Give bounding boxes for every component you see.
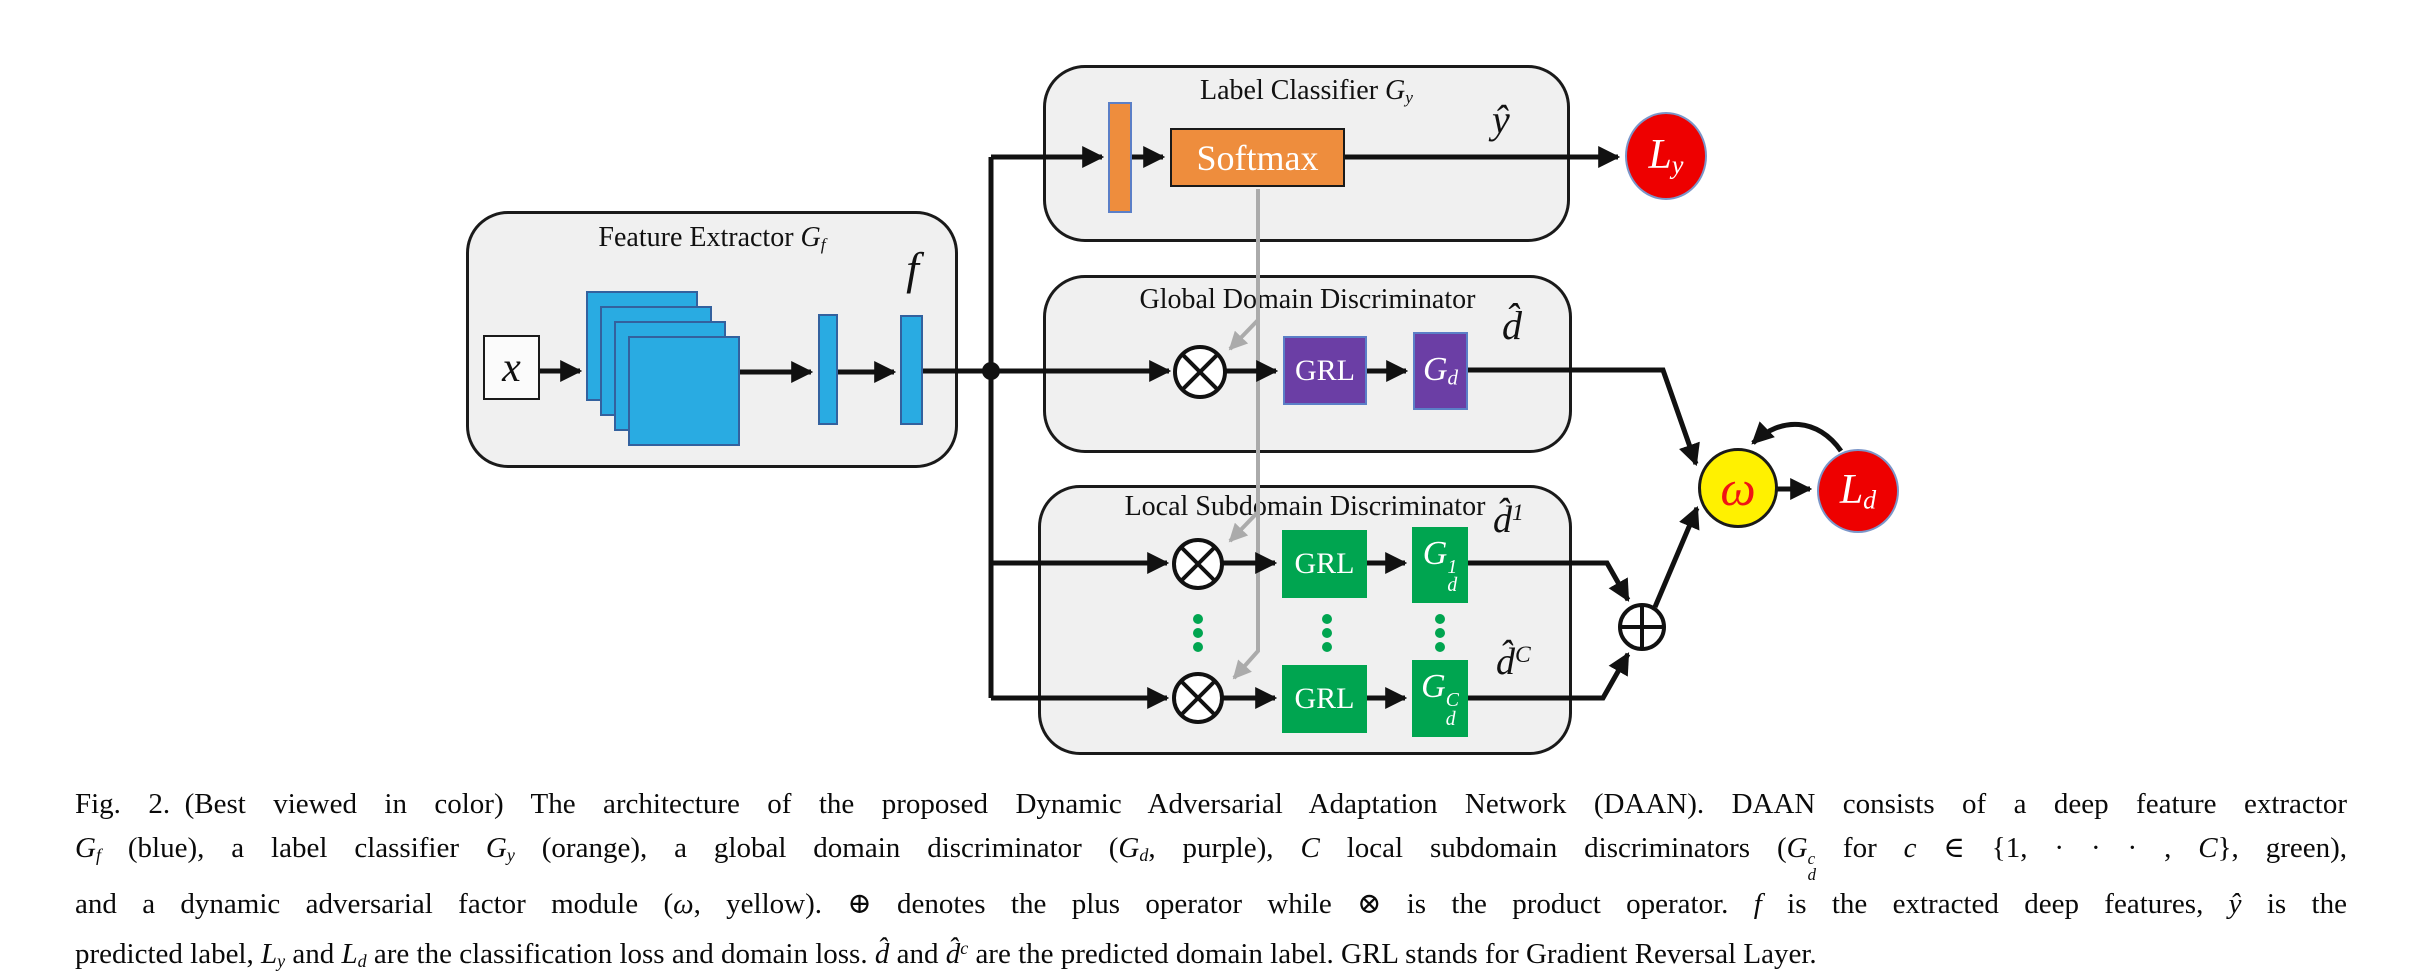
caption-line-4: predicted label, Ly and Ld are the class… xyxy=(75,937,1817,971)
grl-box-global: GRL xyxy=(1283,336,1367,405)
softmax-box: Softmax xyxy=(1170,128,1345,187)
omega-label: ω xyxy=(1720,460,1756,516)
classification-loss-node: Ly xyxy=(1625,112,1707,200)
grl-box-local-1: GRL xyxy=(1282,530,1367,598)
caption-line-1: Fig. 2. (Best viewed in color) The archi… xyxy=(75,788,2347,820)
global-discriminator-title: Global Domain Discriminator xyxy=(1139,284,1476,315)
grl-label-local-C: GRL xyxy=(1294,682,1355,715)
vertical-ellipsis-icon xyxy=(1193,614,1203,652)
caption-line-2: Gf (blue), a label classifier Gy (orange… xyxy=(75,831,2347,885)
plus-node xyxy=(1618,603,1666,651)
feature-branch-junction-dot xyxy=(982,362,1000,380)
caption-line-3: and a dynamic adversarial factor module … xyxy=(75,888,2347,921)
d-hat-label: d̂ xyxy=(1502,303,1522,348)
domain-loss-node: Ld xyxy=(1817,449,1899,533)
figure-caption: Fig. 2. (Best viewed in color) The archi… xyxy=(75,783,2347,972)
grl-label-global: GRL xyxy=(1295,353,1355,387)
feature-extractor-title: Feature Extractor Gf xyxy=(598,222,826,254)
input-x-box: x xyxy=(483,335,540,400)
input-x-label: x xyxy=(502,344,521,391)
dynamic-adversarial-factor-node: ω xyxy=(1698,448,1778,528)
local-discriminator-title: Local Subdomain Discriminator xyxy=(1124,491,1486,522)
d-hat-1-label: d̂1 xyxy=(1493,499,1524,541)
vertical-ellipsis-icon xyxy=(1435,614,1445,652)
grl-label-local-1: GRL xyxy=(1294,547,1355,580)
feature-vector-bar xyxy=(900,315,923,425)
grl-box-local-C: GRL xyxy=(1282,665,1367,733)
d-hat-C-label: d̂C xyxy=(1496,641,1531,683)
feature-f-label: f xyxy=(906,243,919,294)
vertical-ellipsis-icon xyxy=(1322,614,1332,652)
fc-layer-bar xyxy=(818,314,838,425)
softmax-label: Softmax xyxy=(1196,137,1319,178)
gd-label-global: Gd xyxy=(1422,351,1459,390)
y-hat-label: ŷ xyxy=(1492,97,1510,142)
classifier-layer-bar xyxy=(1108,102,1132,213)
domain-loss-label: Ld xyxy=(1839,467,1877,515)
conv-feature-map-4 xyxy=(628,336,740,446)
classification-loss-label: Ly xyxy=(1648,132,1684,180)
gd-box-global: Gd xyxy=(1413,332,1468,410)
label-classifier-title: Label Classifier Gy xyxy=(1199,75,1413,107)
